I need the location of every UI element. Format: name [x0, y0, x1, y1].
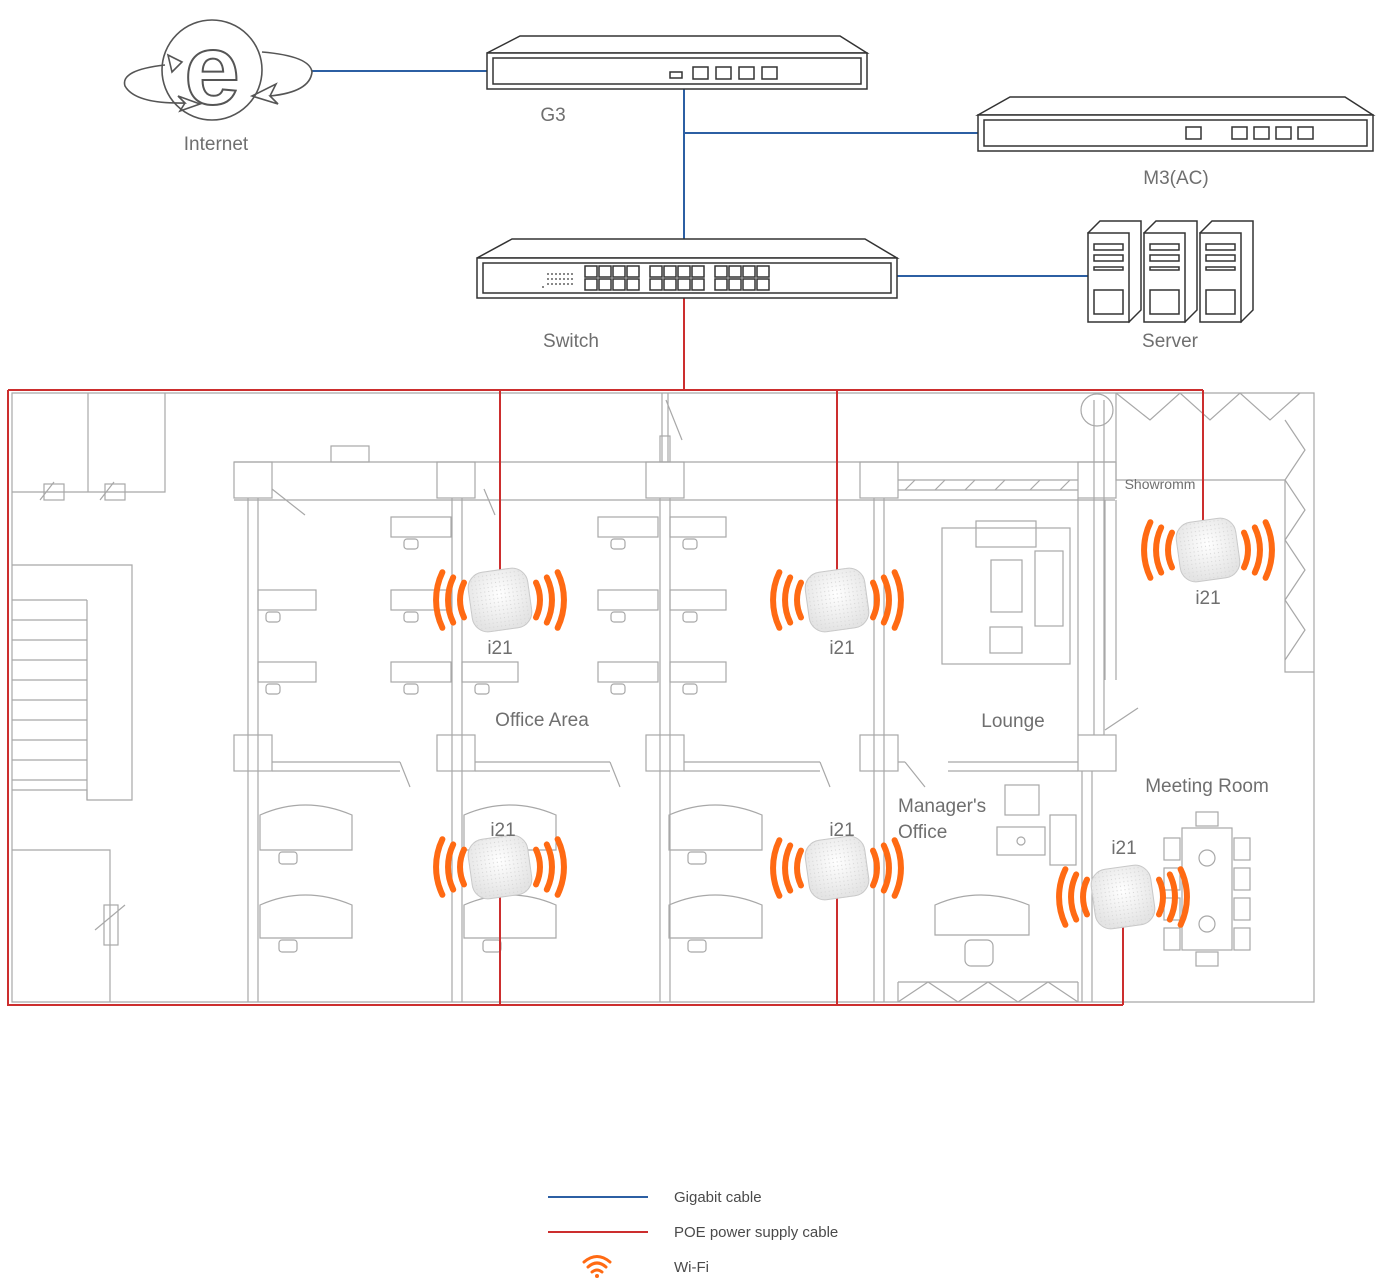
room-label-managers-office-line2: Office — [898, 822, 947, 843]
wifi-signal-icon — [1241, 519, 1275, 581]
access-point-i21: i21 — [433, 820, 567, 900]
access-controller-icon — [975, 96, 1376, 152]
room-label-meeting-room: Meeting Room — [1145, 776, 1269, 797]
room-label-showroom: Showromm — [1125, 476, 1196, 492]
g3-label: G3 — [540, 105, 565, 126]
wifi-signal-icon — [1156, 866, 1190, 928]
access-point-label: i21 — [829, 638, 854, 659]
access-point-texture — [1091, 865, 1155, 929]
access-point-texture — [805, 568, 869, 632]
access-points: i21 i21 i21 i21 i21 i21 — [433, 517, 1275, 930]
room-label-lounge: Lounge — [981, 711, 1044, 732]
internet-label: Internet — [184, 134, 249, 155]
legend: Gigabit cable POE power supply cable Wi-… — [548, 1189, 838, 1278]
poe-cables — [7, 298, 1204, 1006]
access-point-i21: i21 — [1141, 517, 1275, 609]
access-point-label: i21 — [829, 820, 854, 841]
m3-label: M3(AC) — [1143, 168, 1208, 189]
office-desks — [257, 516, 727, 695]
switch-label: Switch — [543, 331, 599, 352]
wifi-signal-icon — [770, 837, 804, 899]
gigabit-cables — [312, 70, 1088, 277]
access-point-texture — [468, 835, 532, 899]
access-point-i21: i21 — [433, 567, 567, 659]
wifi-icon — [582, 1255, 612, 1278]
floor-plan — [11, 392, 1315, 1003]
access-point-i21: i21 — [770, 567, 904, 659]
access-point-texture — [1176, 518, 1240, 582]
switch-icon — [476, 238, 900, 299]
wifi-signal-icon — [870, 837, 904, 899]
wifi-signal-icon — [1056, 866, 1090, 928]
wifi-signal-icon — [870, 569, 904, 631]
legend-gigabit-label: Gigabit cable — [674, 1189, 762, 1206]
wifi-signal-icon — [1141, 519, 1175, 581]
server-label: Server — [1142, 331, 1199, 352]
svg-text:e: e — [184, 14, 240, 126]
wifi-signal-icon — [533, 836, 567, 898]
access-point-texture — [468, 568, 532, 632]
legend-wifi-label: Wi-Fi — [674, 1259, 709, 1276]
access-point-label: i21 — [1111, 838, 1136, 859]
server-tower-icon — [1087, 220, 1254, 324]
access-point-i21: i21 — [770, 820, 904, 901]
legend-poe-label: POE power supply cable — [674, 1224, 838, 1241]
access-point-i21: i21 — [1056, 838, 1190, 930]
private-office-desks — [259, 804, 763, 953]
access-point-label: i21 — [1195, 588, 1220, 609]
access-point-label: i21 — [490, 820, 515, 841]
room-label-office-area: Office Area — [495, 710, 589, 731]
stairwell — [12, 564, 133, 801]
wifi-signal-icon — [770, 569, 804, 631]
gateway-icon — [486, 35, 870, 90]
wifi-signal-icon — [533, 569, 567, 631]
access-point-texture — [805, 836, 869, 900]
room-label-managers-office-line1: Manager's — [898, 796, 986, 817]
poe-frame — [7, 389, 1203, 1006]
access-point-label: i21 — [487, 638, 512, 659]
internet-globe-icon: e — [123, 13, 313, 127]
wifi-signal-icon — [433, 836, 467, 898]
wifi-signal-icon — [433, 569, 467, 631]
